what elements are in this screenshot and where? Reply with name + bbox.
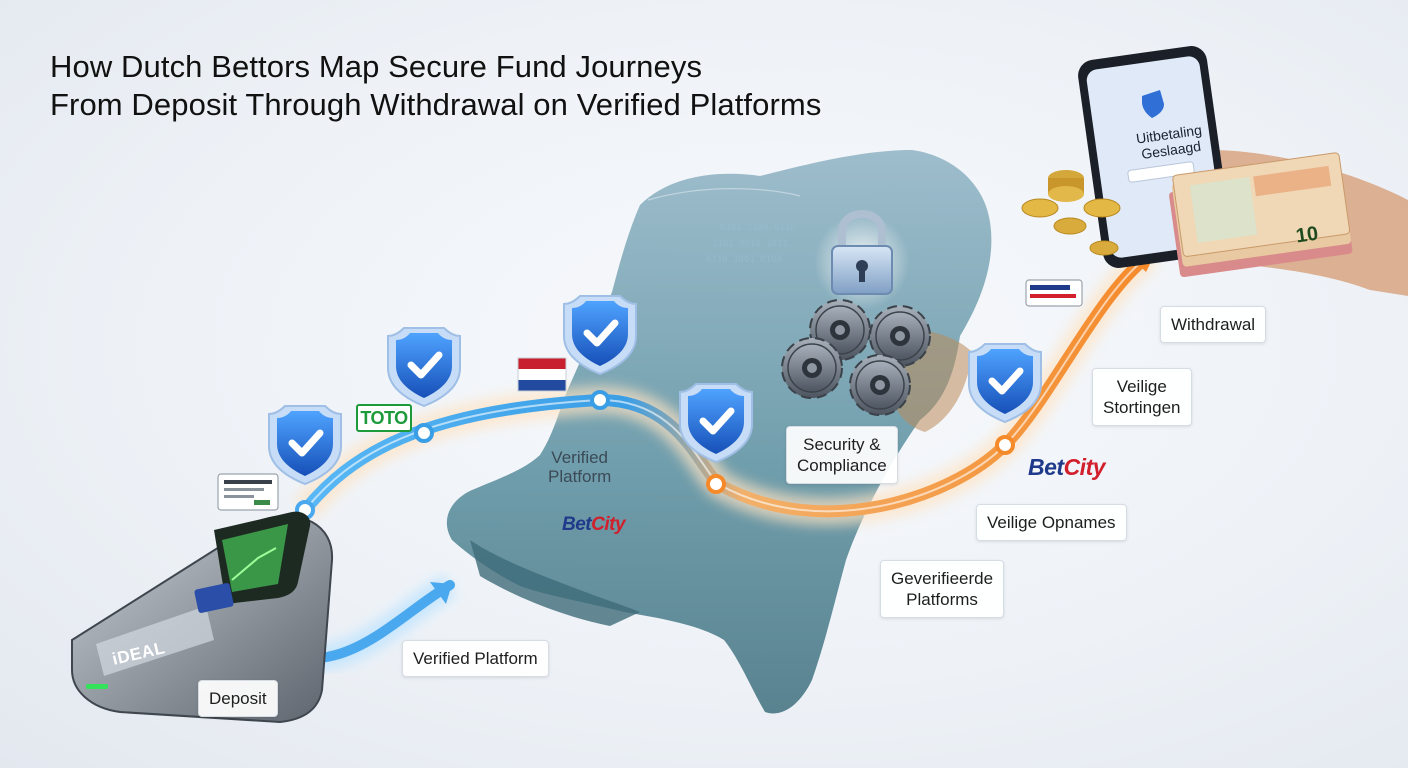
banknotes-icon <box>1169 152 1353 278</box>
title-line-2: From Deposit Through Withdrawal on Verif… <box>50 87 822 122</box>
netherlands-flag-icon <box>517 357 567 392</box>
security-compliance-label: Security & Compliance <box>786 426 898 484</box>
betcity-logo: BetCity <box>1028 454 1106 480</box>
svg-text:0110 1001 0100: 0110 1001 0100 <box>706 255 782 265</box>
page-title: How Dutch Bettors Map Secure Fund Journe… <box>50 48 821 124</box>
svg-text:0101 1100 0110: 0101 1100 0110 <box>720 223 796 233</box>
toto-logo: TOTO <box>356 404 412 432</box>
svg-text:1101 0010 1011: 1101 0010 1011 <box>712 239 788 249</box>
verified-platform-map-label: Verified Platform <box>548 448 612 486</box>
shield-check-icon <box>388 328 460 406</box>
veilige-stortingen-label: Veilige Stortingen <box>1092 368 1192 426</box>
bank-card-icon <box>1025 279 1083 307</box>
veilige-opnames-label: Veilige Opnames <box>976 504 1127 541</box>
coins-icon <box>1021 170 1121 256</box>
title-line-1: How Dutch Bettors Map Secure Fund Journe… <box>50 49 703 84</box>
betcity-logo: BetCity <box>562 514 626 535</box>
withdrawal-label: Withdrawal <box>1160 306 1267 343</box>
geverifieerde-platforms-label: Geverifieerde Platforms <box>880 560 1005 618</box>
padlock-icon <box>814 210 910 310</box>
banknote-value: 10 <box>1294 222 1320 248</box>
bank-card-icon <box>217 473 279 511</box>
payment-terminal-icon <box>71 511 334 724</box>
deposit-label: Deposit <box>198 680 278 717</box>
verified-platform-label: Verified Platform <box>402 640 549 677</box>
